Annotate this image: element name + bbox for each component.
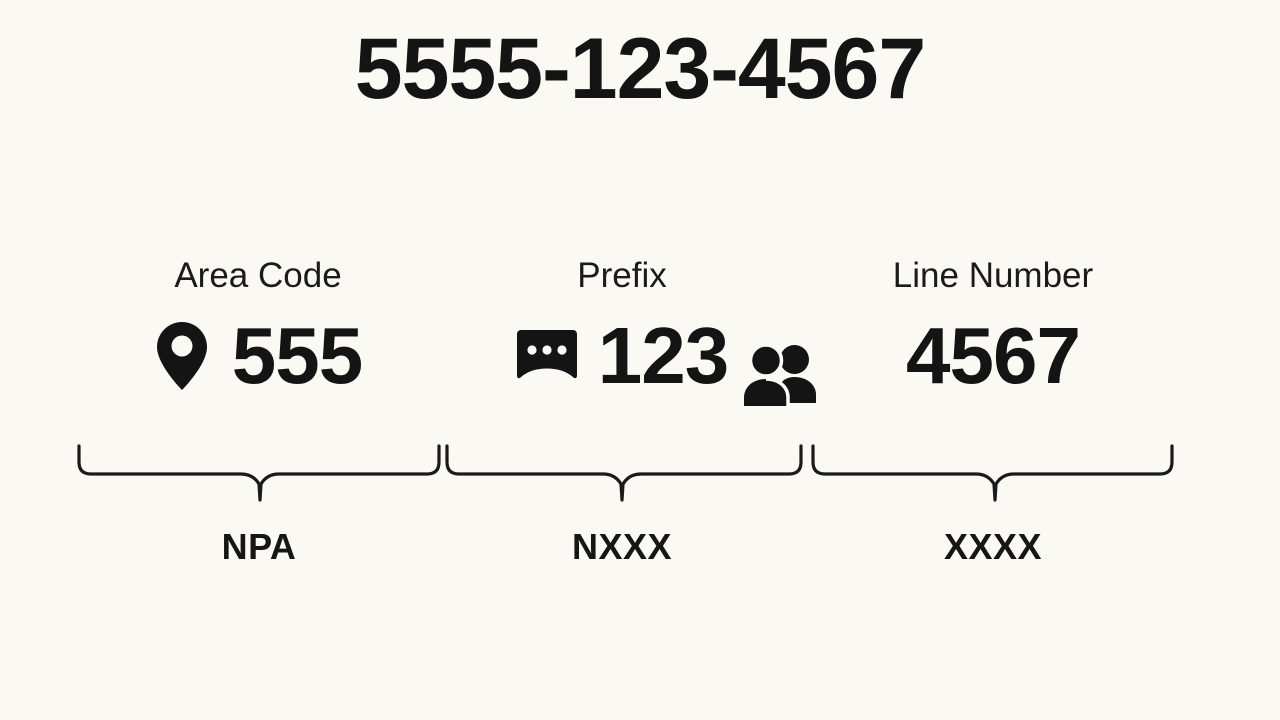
segment-value-prefix: 123 xyxy=(597,311,729,400)
brace-npa xyxy=(77,444,441,502)
brace-caption-nxxx: NXXX xyxy=(571,526,673,567)
segment-label-area-code: Area Code xyxy=(174,256,342,295)
segment-value-line-number: 4567 xyxy=(906,311,1081,400)
people-group-icon xyxy=(741,340,821,412)
brace-captions: NPA NXXX XXXX xyxy=(0,527,1280,587)
brace-group xyxy=(0,440,1280,520)
segment-value-row-line-number: 4567 xyxy=(814,315,1172,397)
segment-value-row-prefix: 123 xyxy=(446,315,798,397)
segments-row: Area Code 555 Prefix xyxy=(0,258,1280,428)
segment-label-prefix: Prefix xyxy=(577,256,667,295)
chat-bubble-icon xyxy=(516,328,578,384)
segment-prefix: Prefix 123 xyxy=(446,258,798,397)
brace-nxxx xyxy=(445,444,803,502)
segment-area-code: Area Code 555 xyxy=(78,258,438,397)
segment-value-row-area-code: 555 xyxy=(78,315,438,397)
page-title: 5555-123-4567 xyxy=(354,21,926,117)
brace-caption-npa: NPA xyxy=(221,526,297,567)
brace-caption-xxxx: XXXX xyxy=(943,526,1043,567)
location-pin-icon xyxy=(154,320,210,392)
brace-xxxx xyxy=(811,444,1174,502)
segment-line-number: Line Number 4567 xyxy=(814,258,1172,397)
segment-label-line-number: Line Number xyxy=(892,256,1094,295)
segment-value-area-code: 555 xyxy=(231,311,363,400)
